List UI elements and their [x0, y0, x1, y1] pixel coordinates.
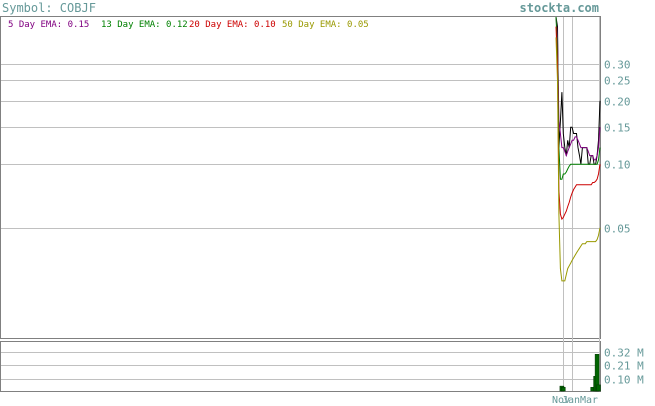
- series-line-price: [555, 16, 601, 165]
- x-tick-label: Mar: [580, 395, 598, 406]
- price-tick-label: 0.25: [604, 75, 631, 88]
- price-tick-label: 0.15: [604, 122, 631, 135]
- volume-panel-frame: [0, 341, 601, 392]
- price-tick-label: 0.30: [604, 59, 631, 72]
- volume-bar: [596, 384, 601, 392]
- legend-ema20: 20 Day EMA: 0.10: [189, 20, 276, 30]
- series-line-13-day-ema: [555, 16, 601, 180]
- legend: 5 Day EMA: 0.15 13 Day EMA: 0.12 20 Day …: [8, 20, 369, 30]
- series-line-20-day-ema: [555, 26, 601, 221]
- price-tick-label: 0.20: [604, 96, 631, 109]
- volume-tick-label: 0.10 M: [604, 374, 644, 387]
- series-line-5-day-ema: [555, 16, 601, 161]
- legend-ema5: 5 Day EMA: 0.15: [8, 20, 89, 30]
- legend-ema50: 50 Day EMA: 0.05: [282, 20, 369, 30]
- price-tick-label: 0.05: [604, 223, 631, 236]
- watermark: stockta.com: [520, 1, 599, 15]
- volume-bar: [561, 387, 566, 392]
- x-tick-label: Jan: [562, 395, 580, 406]
- volume-tick-label: 0.21 M: [604, 360, 644, 373]
- symbol-label: Symbol: COBJF: [2, 1, 96, 15]
- legend-ema13: 13 Day EMA: 0.12: [101, 20, 188, 30]
- series-line-50-day-ema: [555, 37, 601, 282]
- price-tick-label: 0.10: [604, 159, 631, 172]
- x-tick-label: Nov: [552, 395, 570, 406]
- volume-tick-label: 0.32 M: [604, 347, 644, 360]
